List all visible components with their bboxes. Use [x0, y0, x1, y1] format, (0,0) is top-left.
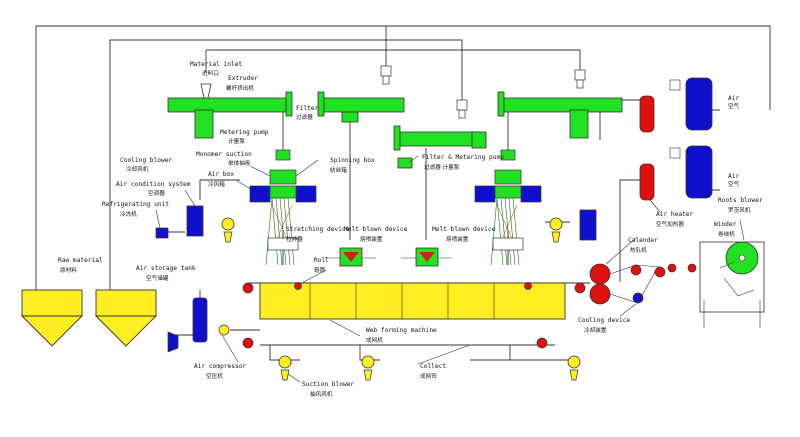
motor-air-cn-top: 空气 [728, 102, 740, 110]
roll-label: Roll [314, 257, 329, 264]
drive-motor-top-3 [574, 69, 586, 89]
air-storage-tank [192, 297, 208, 343]
air-storage-tank-label: Air storage tank [136, 265, 196, 272]
suction-blower-1 [278, 355, 292, 381]
motor-air-label-top: Air [728, 95, 739, 102]
roots-blower-cn: 罗茨风机 [728, 206, 751, 214]
roll-cn: 辊筒 [314, 266, 326, 274]
filter-metering-pump-cn: 过滤器 计量泵 [424, 163, 460, 171]
extruder-middle [317, 91, 405, 123]
winder-label: Winder [714, 221, 737, 228]
cooling-blower-label: Cooling blower [120, 157, 172, 164]
motor-air-cn-bottom: 空气 [728, 180, 740, 188]
air-heater-top [639, 95, 655, 133]
raw-material-label: Raw material [58, 257, 103, 264]
drive-motor-top-2 [456, 99, 468, 119]
cooling-blower-cn: 冷却风机 [126, 165, 149, 173]
calender [589, 263, 611, 305]
winder-cn: 卷绕机 [718, 230, 735, 238]
refrigerating-unit-cn: 冷冻机 [120, 210, 137, 218]
cooling-device-cn: 冷却装置 [584, 326, 607, 334]
air-box-cn: 冷风箱 [208, 180, 225, 188]
cooling-device [609, 263, 697, 304]
melt-blown-device-right-label: Melt blown device [432, 226, 496, 233]
air-heater-bottom [639, 163, 655, 201]
leader-lines [155, 155, 745, 383]
spinning-assembly-right [474, 149, 542, 266]
extruder-right [497, 91, 623, 139]
filter-cn: 过滤器 [296, 113, 313, 121]
melt-blown-device-left [325, 247, 376, 267]
air-compressor [167, 331, 179, 353]
refrigerating-unit [155, 227, 169, 239]
collect-cn: 成网帘 [420, 372, 437, 380]
roots-blower-label: Roots blower [718, 197, 763, 204]
cooling-device-label: Cooling device [578, 317, 630, 324]
collect-label: Collect [420, 363, 446, 370]
suction-blower-cn: 抽风风机 [310, 390, 333, 398]
calender-cn: 热轧机 [630, 246, 647, 254]
winder [699, 241, 765, 328]
air-compressor-cn: 空压机 [206, 372, 223, 380]
extruder-filter-metering [393, 125, 487, 169]
suction-blower-2 [361, 355, 375, 381]
web-forming-machine [259, 282, 566, 320]
material-inlet-label: Material inlet [190, 61, 242, 68]
cooling-blower-left [186, 205, 235, 243]
suction-blower-label: Suction blower [302, 381, 354, 388]
material-inlet-cn: 进料口 [202, 69, 219, 77]
small-blower-web-left [218, 324, 230, 336]
monomer-suction-cn: 单体抽吸 [228, 159, 251, 167]
filter-metering-pump-label: Filter & Metering pump [422, 154, 504, 161]
motor-air-label-bottom: Air [728, 173, 739, 180]
air-heater-label: Air heater [656, 211, 694, 218]
extruder-left [167, 83, 293, 139]
air-compressor-label: Air compressor [194, 363, 246, 370]
air-box-label: Air box [208, 171, 234, 178]
air-storage-tank-cn: 空气储罐 [146, 274, 169, 282]
drive-motor-top-1 [380, 65, 392, 85]
web-forming-machine-cn: 成网机 [366, 336, 383, 344]
filter-label: Filter [296, 105, 319, 112]
spinning-assembly-left [249, 149, 317, 266]
metering-pump-cn: 计量泵 [228, 137, 245, 145]
raw-material-hopper-1 [20, 289, 84, 347]
suction-blower-3 [567, 355, 581, 381]
belt-rollers [242, 282, 586, 349]
roots-blower-bottom [669, 145, 713, 199]
monomer-suction-label: Monomer suction [196, 151, 252, 158]
melt-blown-device-right-cn: 熔喷装置 [446, 235, 469, 243]
cooling-blower-right [549, 209, 597, 243]
air-heater-cn: 空气加热器 [656, 220, 684, 228]
raw-material-hopper-2 [94, 289, 158, 347]
raw-material-cn: 原材料 [60, 266, 77, 274]
roots-blower-top [669, 77, 713, 131]
refrigerating-unit-label: Refrigerating unit [102, 201, 169, 208]
air-condition-system-label: Air condition system [116, 181, 191, 188]
extruder-cn: 螺杆挤出机 [226, 84, 254, 92]
stretching-device-cn: 拉伸器 [286, 235, 303, 243]
melt-blown-device-right [401, 247, 452, 267]
melt-blown-device-left-cn: 熔喷装置 [360, 235, 383, 243]
melt-blown-device-left-label: Melt blown device [344, 226, 408, 233]
metering-pump-label: Metering pump [220, 129, 269, 136]
spinning-box-label: Spinning box [330, 157, 375, 164]
spinning-box-cn: 纺丝箱 [330, 166, 347, 174]
extruder-label: Extruder [228, 75, 258, 82]
stretching-device-label: Stretching device [286, 226, 350, 233]
air-condition-system-cn: 空调器 [148, 189, 165, 197]
calender-label: Calender [628, 237, 658, 244]
web-forming-machine-label: Web forming machine [366, 327, 437, 334]
